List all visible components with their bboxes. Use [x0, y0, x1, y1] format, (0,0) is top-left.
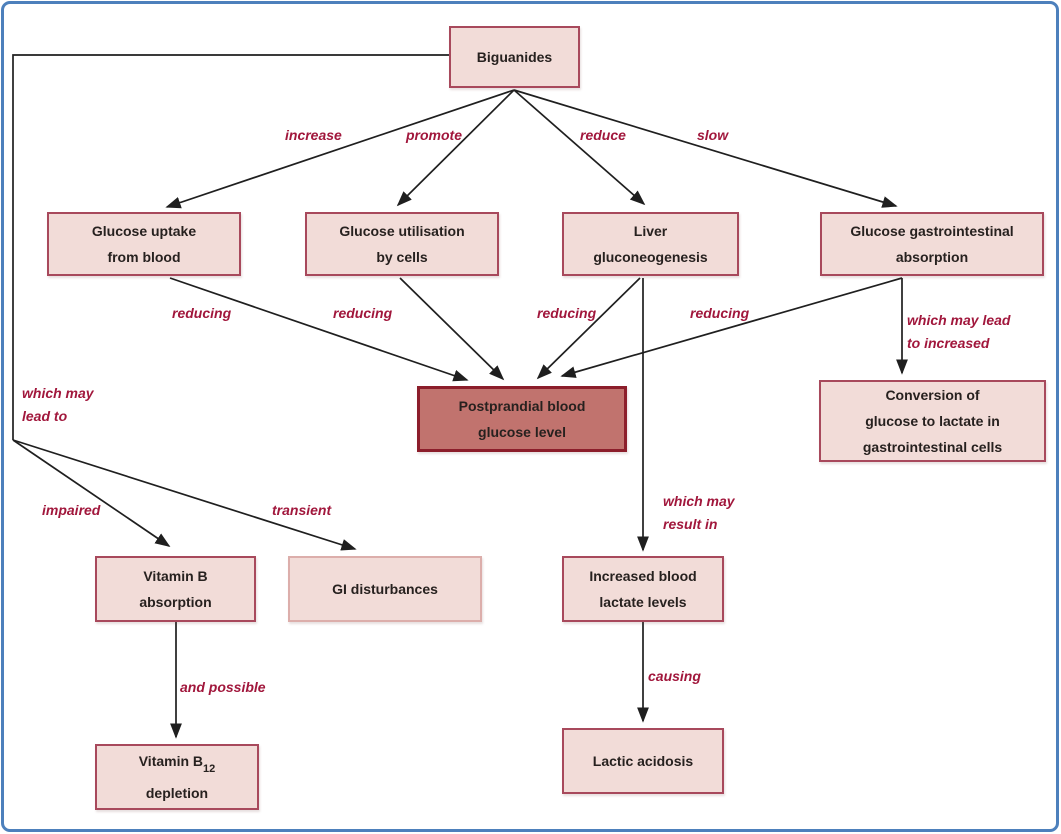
edge-label-reducing-3: reducing: [537, 305, 597, 321]
node-label: Conversion of: [885, 387, 980, 403]
edge-label-line: to increased: [907, 335, 990, 351]
node-label: Increased blood: [589, 568, 697, 584]
node-increased-lactate: Increased blood lactate levels: [562, 556, 724, 622]
edge-promote: [396, 89, 515, 207]
node-label: Glucose uptake: [91, 223, 197, 239]
edge-which-may-lead-to: [12, 54, 449, 440]
edge-label-reduce: reduce: [580, 127, 626, 143]
node-label: gastrointestinal cells: [862, 439, 1003, 455]
edge-reducing-1: [169, 277, 469, 382]
edge-slow: [513, 89, 898, 208]
node-liver-gluconeogenesis: Liver gluconeogenesis: [562, 212, 739, 276]
edge-impaired: [12, 439, 171, 547]
edge-label-line: result in: [663, 516, 718, 532]
edge-label-transient: transient: [272, 502, 332, 518]
node-label: Biguanides: [476, 49, 553, 65]
node-biguanides: Biguanides: [449, 26, 580, 88]
node-label: Vitamin B: [143, 568, 208, 584]
edge-label-promote: promote: [406, 127, 462, 143]
edge-reducing-3: [536, 277, 641, 380]
node-label: Postprandial blood: [458, 398, 586, 414]
node-label: by cells: [376, 249, 428, 265]
node-vitamin-b-absorption: Vitamin B absorption: [95, 556, 256, 622]
node-vitamin-b12-depletion: Vitamin B12 depletion: [95, 744, 259, 810]
edge-label-line: lead to: [22, 408, 68, 424]
edge-transient: [12, 439, 357, 551]
node-label: GI disturbances: [332, 581, 438, 597]
edge-increase: [165, 89, 515, 209]
edge-label-reducing-4: reducing: [690, 305, 750, 321]
node-label: Glucose gastrointestinal: [850, 223, 1014, 239]
edge-label-line: which may: [22, 385, 94, 401]
edge-label-line: which may: [663, 493, 735, 509]
node-postprandial-glucose: Postprandial blood glucose level: [417, 386, 627, 452]
node-label: from blood: [107, 249, 181, 265]
edge-label-impaired: impaired: [42, 502, 101, 518]
node-label: gluconeogenesis: [593, 249, 708, 265]
edge-label-line: which may lead: [907, 312, 1011, 328]
node-conversion-to-lactate: Conversion of glucose to lactate in gast…: [819, 380, 1046, 462]
node-label: depletion: [145, 784, 209, 801]
node-glucose-uptake: Glucose uptake from blood: [47, 212, 241, 276]
node-label: lactate levels: [599, 594, 687, 610]
node-label: Vitamin B12: [139, 748, 216, 780]
node-label: absorption: [895, 249, 969, 265]
edge-label-and-possible: and possible: [180, 679, 266, 695]
edge-label-causing: causing: [648, 668, 701, 684]
node-label: absorption: [139, 594, 212, 610]
edge-label-increase: increase: [285, 127, 342, 143]
edge-label-reducing-2: reducing: [333, 305, 393, 321]
edge-label-which-may-result-in: which may result in: [663, 490, 735, 536]
node-glucose-utilisation: Glucose utilisation by cells: [305, 212, 499, 276]
edge-reducing-2: [399, 277, 505, 381]
node-gi-absorption: Glucose gastrointestinal absorption: [820, 212, 1044, 276]
node-label-text: Vitamin B: [138, 753, 204, 770]
edge-label-reducing-1: reducing: [172, 305, 232, 321]
node-label: Liver: [633, 223, 668, 239]
node-label: glucose level: [478, 424, 566, 440]
node-lactic-acidosis: Lactic acidosis: [562, 728, 724, 794]
edge-reduce: [513, 89, 646, 206]
edge-label-which-may-lead-to-increased: which may lead to increased: [907, 309, 1010, 355]
subscript-12: 12: [203, 762, 216, 775]
edge-label-which-may-lead-to: which may lead to: [22, 382, 94, 428]
node-label: Lactic acidosis: [592, 753, 694, 769]
node-label: glucose to lactate in: [865, 413, 1000, 429]
edge-reducing-4: [560, 277, 903, 378]
node-label: Glucose utilisation: [339, 223, 465, 239]
edge-label-slow: slow: [697, 127, 729, 143]
node-gi-disturbances: GI disturbances: [288, 556, 482, 622]
